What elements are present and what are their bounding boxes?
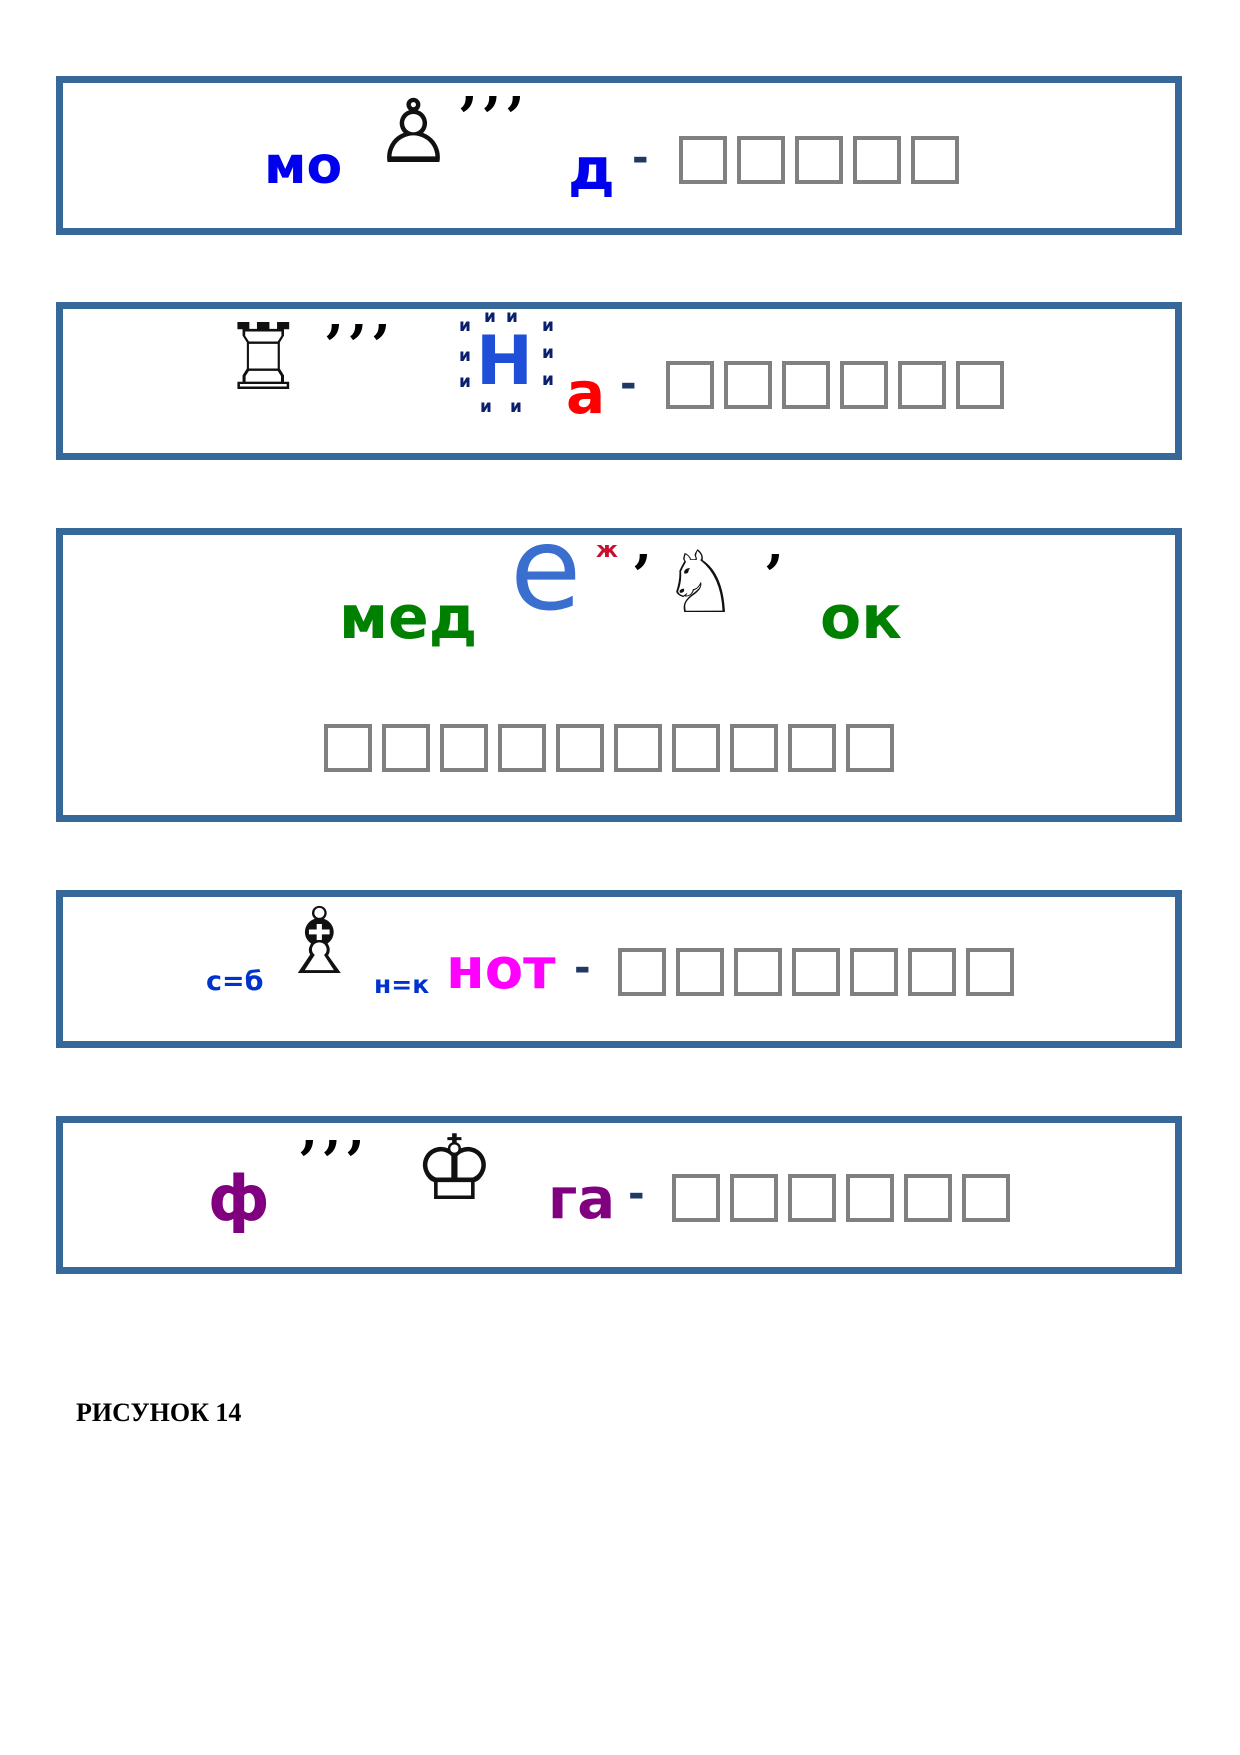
word-part-ga: га xyxy=(548,1167,616,1232)
letter-box[interactable] xyxy=(795,136,843,184)
letter-box[interactable] xyxy=(614,724,662,772)
letter-box[interactable] xyxy=(440,724,488,772)
small-letter-i: и xyxy=(459,316,471,336)
letter-box[interactable] xyxy=(666,361,714,409)
letter-box[interactable] xyxy=(911,136,959,184)
letter-box[interactable] xyxy=(788,724,836,772)
small-letter-zh: ж xyxy=(596,538,618,563)
small-letter-i: и xyxy=(542,343,554,363)
commas: ’’’ xyxy=(324,313,395,379)
word-part-mo: мо xyxy=(264,136,343,196)
knight-icon: ♘ xyxy=(662,533,740,633)
letter-box[interactable] xyxy=(556,724,604,772)
letter-box[interactable] xyxy=(956,361,1004,409)
letter-box[interactable] xyxy=(782,361,830,409)
commas: ’’’ xyxy=(458,85,529,151)
king-icon: ♔ xyxy=(414,1116,495,1221)
letter-box[interactable] xyxy=(840,361,888,409)
comma: ’ xyxy=(632,543,656,609)
bishop-icon: ♗ xyxy=(278,888,361,995)
word-part-med: мед xyxy=(339,583,478,653)
letter-box[interactable] xyxy=(324,724,372,772)
puzzle-card-3 xyxy=(56,528,1182,822)
small-letter-i: и xyxy=(459,346,471,366)
dash: - xyxy=(574,945,591,991)
letter-box[interactable] xyxy=(962,1174,1010,1222)
letter-box[interactable] xyxy=(846,1174,894,1222)
dash: - xyxy=(628,1171,645,1217)
letter-f: ф xyxy=(208,1162,270,1235)
letter-n: Н xyxy=(476,322,533,401)
small-letter-i: и xyxy=(480,397,492,417)
letter-box[interactable] xyxy=(908,948,956,996)
letter-box[interactable] xyxy=(792,948,840,996)
answer-boxes-4[interactable] xyxy=(618,948,1014,996)
hint-s-equals-b: с=б xyxy=(206,966,264,997)
puzzle-card-1 xyxy=(56,76,1182,235)
word-part-d: д xyxy=(568,135,615,203)
letter-box[interactable] xyxy=(898,361,946,409)
letter-box[interactable] xyxy=(618,948,666,996)
answer-boxes-1[interactable] xyxy=(679,136,959,184)
puzzle-card-5 xyxy=(56,1116,1182,1274)
letter-box[interactable] xyxy=(850,948,898,996)
answer-boxes-3[interactable] xyxy=(324,724,894,772)
small-letter-i: и xyxy=(510,397,522,417)
comma: ’ xyxy=(764,543,788,609)
puzzle-card-2 xyxy=(56,302,1182,460)
letter-box[interactable] xyxy=(724,361,772,409)
small-letter-i: и xyxy=(459,372,471,392)
letter-box[interactable] xyxy=(734,948,782,996)
letter-box[interactable] xyxy=(737,136,785,184)
small-letter-i: и xyxy=(506,307,518,327)
letter-box[interactable] xyxy=(966,948,1014,996)
letter-box[interactable] xyxy=(853,136,901,184)
hint-n-equals-k: н=к xyxy=(374,970,430,999)
small-letter-i: и xyxy=(542,370,554,390)
letter-box[interactable] xyxy=(672,1174,720,1222)
letter-box[interactable] xyxy=(730,724,778,772)
letter-box[interactable] xyxy=(676,948,724,996)
figure-caption: РИСУНОК 14 xyxy=(76,1398,242,1427)
rook-icon: ♖ xyxy=(222,304,305,411)
letter-box[interactable] xyxy=(788,1174,836,1222)
small-letter-i: и xyxy=(542,316,554,336)
word-part-ok: ок xyxy=(820,583,902,653)
word-part-not: нот xyxy=(446,937,556,1002)
letter-e: е xyxy=(510,502,582,637)
dash: - xyxy=(632,135,649,181)
letter-box[interactable] xyxy=(846,724,894,772)
pawn-icon: ♙ xyxy=(374,80,453,183)
letter-box[interactable] xyxy=(904,1174,952,1222)
answer-boxes-5[interactable] xyxy=(672,1174,1010,1222)
letter-box[interactable] xyxy=(382,724,430,772)
answer-boxes-2[interactable] xyxy=(666,361,1004,409)
letter-box[interactable] xyxy=(679,136,727,184)
letter-a: а xyxy=(566,359,606,427)
small-letter-i: и xyxy=(484,307,496,327)
dash: - xyxy=(620,361,637,407)
commas: ’’’ xyxy=(298,1129,369,1195)
letter-box[interactable] xyxy=(672,724,720,772)
letter-box[interactable] xyxy=(730,1174,778,1222)
letter-box[interactable] xyxy=(498,724,546,772)
